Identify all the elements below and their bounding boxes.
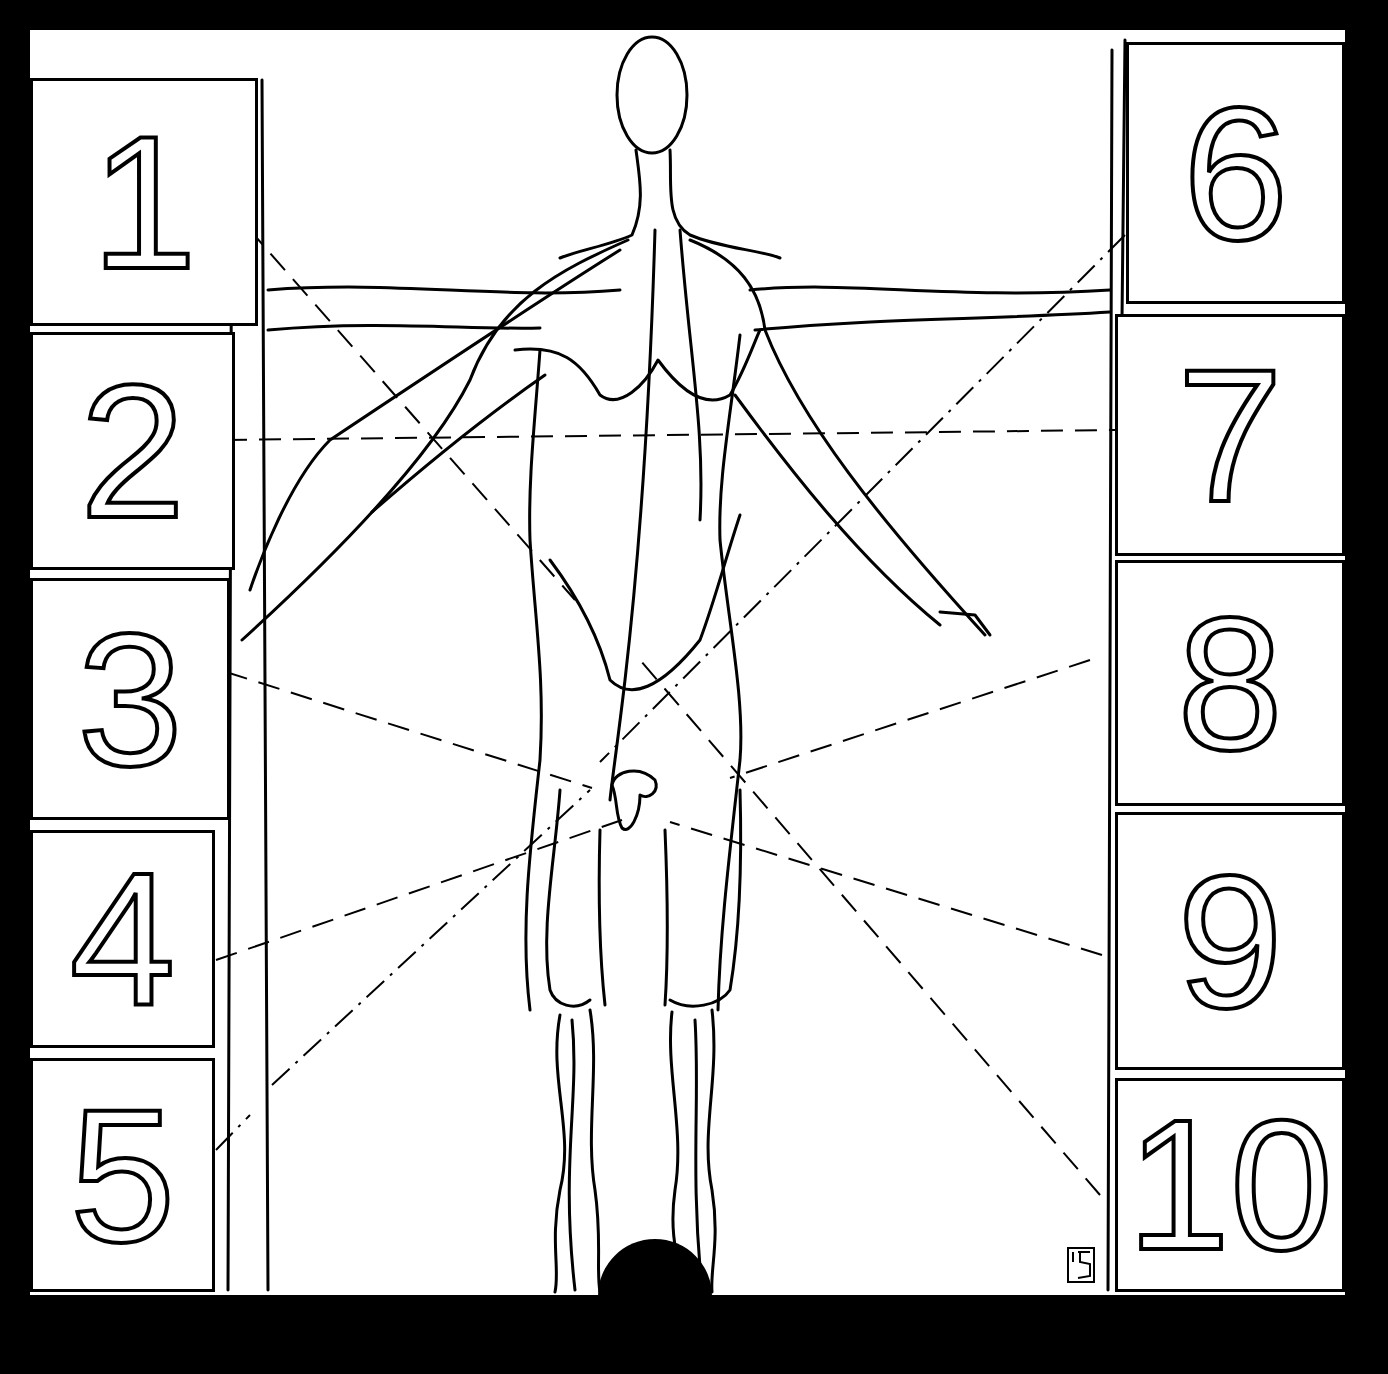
neck-left (560, 150, 640, 258)
callout-number: 5 (70, 1080, 176, 1270)
leader-lines (216, 228, 1118, 1195)
number-box: 9 (1115, 812, 1345, 1070)
left-shin-outer (555, 1015, 565, 1292)
figure-lines (228, 37, 1125, 1292)
belly-line (550, 515, 740, 690)
leader-line (225, 430, 1118, 440)
leader-line (272, 790, 590, 1085)
callout-number: 2 (80, 356, 186, 546)
white-panel (30, 30, 1345, 1295)
monogram (1068, 1248, 1094, 1282)
chest-line (515, 330, 760, 400)
left-shin-line (569, 1020, 575, 1290)
callout-number: 1 (91, 107, 197, 297)
dash-dot-lines (216, 235, 1125, 1150)
divider-line (1108, 50, 1112, 1290)
base-mound (598, 1239, 712, 1296)
left-arm-line (250, 250, 620, 590)
leader-line (216, 820, 622, 960)
side-line (680, 230, 701, 520)
right-arm-inner (735, 395, 940, 625)
number-box: 2 (30, 332, 235, 570)
number-box: 6 (1126, 42, 1345, 304)
left-thigh-inner (599, 830, 605, 1005)
torso-left (526, 350, 542, 1010)
left-arm-inner (372, 375, 545, 512)
right-shin-line (695, 1020, 702, 1290)
divider-line (1122, 40, 1125, 320)
neck-right (670, 150, 780, 258)
leader-line (670, 822, 1102, 955)
callout-number: 4 (70, 844, 176, 1034)
callout-number: 6 (1183, 78, 1289, 268)
callout-number: 10 (1127, 1092, 1333, 1277)
right-hand (940, 612, 990, 635)
center-line (610, 230, 655, 800)
number-box: 5 (30, 1058, 215, 1292)
callout-number: 3 (77, 604, 183, 794)
number-box: 8 (1115, 560, 1345, 806)
number-box: 7 (1115, 314, 1345, 556)
head (617, 37, 687, 153)
leader-line (248, 228, 575, 600)
callout-number: 9 (1177, 846, 1283, 1036)
leader-line (226, 672, 592, 788)
callout-number: 8 (1177, 588, 1283, 778)
horizon-line (268, 287, 620, 293)
right-shin-outer (708, 1010, 715, 1292)
leader-line (600, 235, 1125, 762)
leader-line (216, 1115, 250, 1150)
horizon-line (755, 312, 1110, 330)
number-box: 4 (30, 830, 215, 1048)
number-box: 10 (1115, 1078, 1345, 1292)
number-box: 3 (30, 578, 230, 820)
right-knee (670, 790, 741, 1006)
left-shin-inner (590, 1010, 600, 1292)
horizon-line (750, 287, 1110, 293)
right-thigh-inner (665, 830, 667, 1005)
leader-line (730, 660, 1090, 778)
callout-number: 7 (1177, 340, 1283, 530)
left-knee (547, 790, 590, 1006)
right-arm-outer (690, 240, 985, 635)
number-box: 1 (30, 78, 258, 326)
leader-line (640, 660, 1100, 1195)
